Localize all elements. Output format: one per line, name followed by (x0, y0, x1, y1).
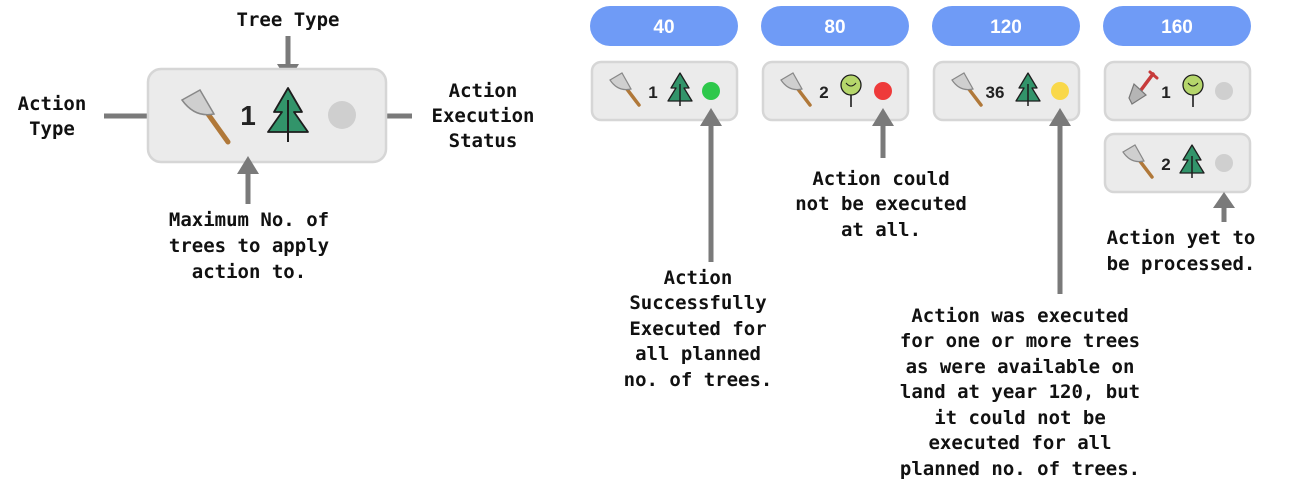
success-annotation-line-1: Action (664, 267, 733, 289)
partial-annotation-line-7: planned no. of trees. (900, 458, 1140, 480)
broadleaf-tree-icon (1182, 74, 1204, 107)
action-card-120 (932, 60, 1081, 122)
success-annotation-line-2: Successfully (629, 292, 766, 314)
timeline: 40 1 Action Successfully Executed for al… (590, 6, 1255, 480)
partial-annotation-line-1: Action was executed (911, 305, 1128, 327)
failed-annotation-line-2: not be executed (795, 193, 967, 215)
success-annotation-line-5: no. of trees. (624, 369, 773, 391)
status-pending-dot (1215, 154, 1233, 172)
action-card-160-felling (1103, 132, 1252, 194)
tree-count-40: 1 (648, 83, 657, 102)
year-label-160: 160 (1161, 17, 1193, 38)
status-partial-dot (1051, 82, 1069, 100)
broadleaf-tree-icon (840, 74, 862, 107)
success-arrowhead (700, 108, 722, 126)
tree-count-80: 2 (819, 83, 828, 102)
partial-annotation-line-6: executed for all (928, 432, 1111, 454)
tree-count-160-felling: 2 (1161, 155, 1170, 174)
year-pill-120 (932, 6, 1080, 46)
execution-status-label-line-2: Execution (432, 105, 535, 127)
partial-annotation-line-5: it could not be (934, 407, 1106, 429)
axe-icon (1122, 144, 1154, 179)
tree-count-160-planting: 1 (1161, 83, 1170, 102)
tree-type-label: Tree Type (237, 9, 340, 31)
year-pill-160 (1103, 6, 1251, 46)
tree-count-120: 36 (986, 83, 1005, 102)
conifer-tree-icon (1179, 144, 1205, 178)
pending-annotation-line-2: be processed. (1107, 253, 1256, 275)
year-pill-40 (590, 6, 738, 46)
status-success-dot (702, 82, 720, 100)
failed-annotation-line-3: at all. (841, 219, 921, 241)
year-label-40: 40 (653, 17, 674, 38)
max-trees-arrowhead (237, 156, 259, 174)
max-trees-label-line-3: action to. (192, 261, 306, 283)
year-label-80: 80 (824, 17, 845, 38)
success-annotation-line-3: Executed for (629, 318, 766, 340)
execution-status-label-line-3: Status (449, 130, 518, 152)
max-trees-label-line-1: Maximum No. of (169, 209, 329, 231)
legend-action-card (146, 67, 388, 164)
axe-icon (180, 88, 231, 145)
status-pending-dot (1215, 82, 1233, 100)
conifer-tree-icon (267, 87, 309, 142)
failed-annotation-line-1: Action could (812, 168, 949, 190)
axe-icon (951, 72, 983, 107)
action-type-label-line-2: Type (29, 118, 75, 140)
axe-icon (609, 72, 641, 107)
partial-annotation-line-3: as were available on (906, 356, 1135, 378)
year-label-120: 120 (990, 17, 1022, 38)
legend-tree-count: 1 (240, 100, 256, 131)
status-failed-dot (874, 82, 892, 100)
success-annotation-line-4: all planned (635, 343, 761, 365)
partial-annotation-line-2: for one or more trees (900, 330, 1140, 352)
action-card-80 (761, 60, 910, 122)
shovel-icon (1128, 70, 1159, 105)
partial-annotation-line-4: land at year 120, but (900, 381, 1140, 403)
action-card-160-planting (1103, 60, 1252, 122)
conifer-tree-icon (1015, 72, 1041, 106)
axe-icon (780, 72, 812, 107)
action-type-label-line-1: Action (18, 93, 87, 115)
pending-arrowhead (1213, 192, 1235, 208)
pending-annotation-line-1: Action yet to (1107, 227, 1256, 249)
legend: Tree Type Action Type Action Execution S… (18, 9, 535, 283)
conifer-tree-icon (667, 72, 693, 106)
legend-status-dot (328, 101, 356, 129)
year-pill-80 (761, 6, 909, 46)
action-card-40 (590, 60, 739, 122)
max-trees-label-line-2: trees to apply (169, 235, 329, 257)
partial-arrowhead (1049, 108, 1071, 126)
failed-arrowhead (872, 108, 894, 126)
execution-status-label-line-1: Action (449, 80, 518, 102)
